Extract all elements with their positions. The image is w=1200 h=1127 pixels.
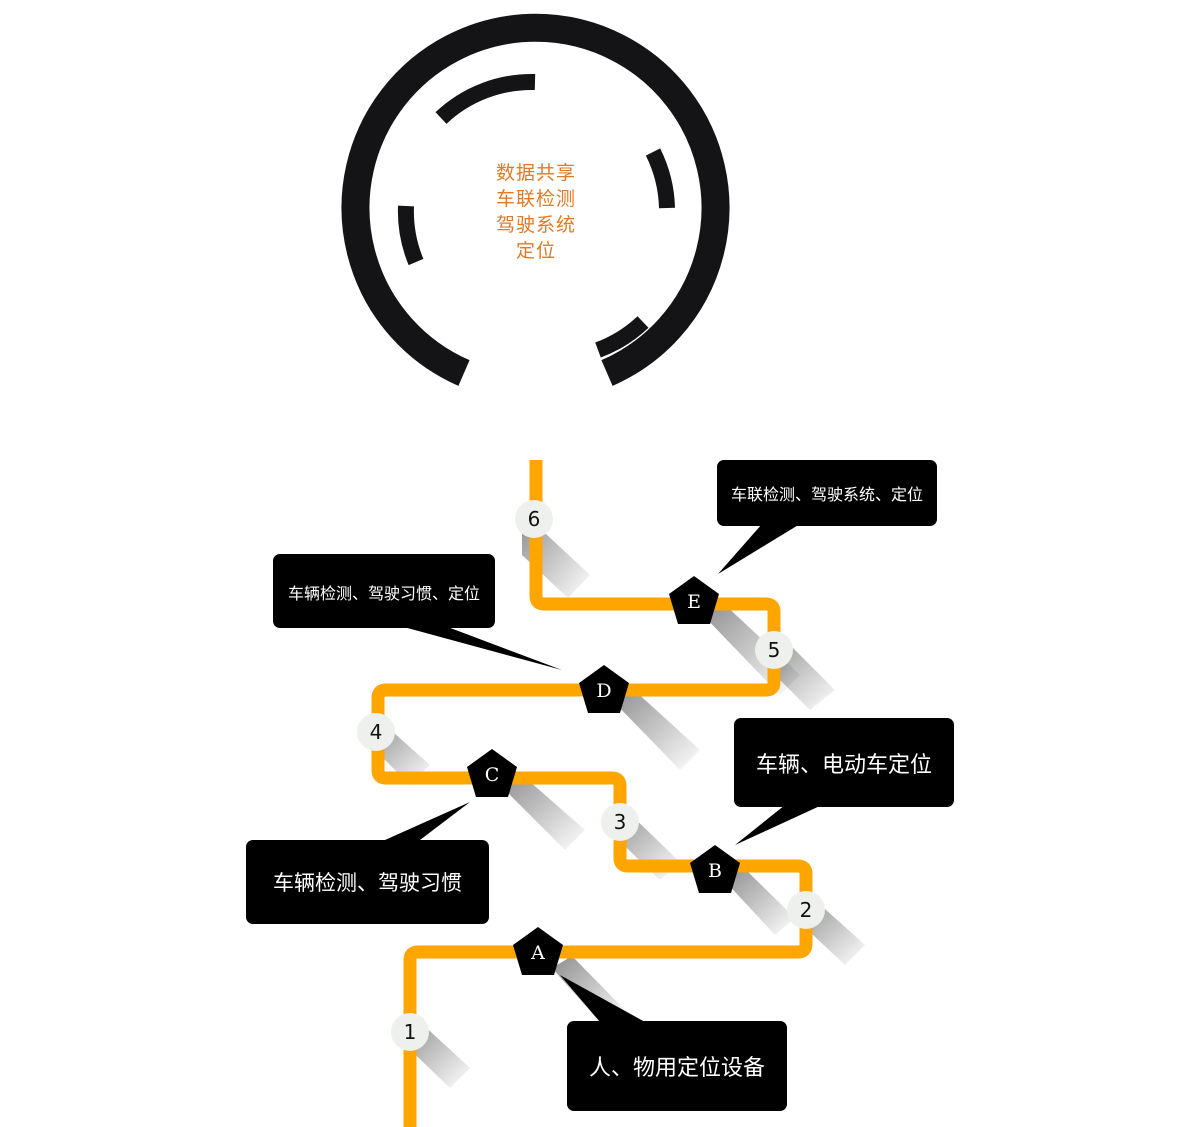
shadow bbox=[500, 773, 585, 850]
milestone-e-pentagon bbox=[669, 576, 719, 624]
milestone-d-letter: D bbox=[596, 680, 612, 702]
callout-d-tail bbox=[400, 626, 562, 670]
outer-ring-arc bbox=[341, 13, 730, 386]
inner-arc-right bbox=[645, 148, 675, 209]
step-5-marker: 5 bbox=[755, 631, 793, 669]
step-4-marker: 4 bbox=[357, 713, 395, 751]
inner-arc-top bbox=[435, 73, 536, 124]
milestone-d-pentagon bbox=[579, 665, 629, 713]
inner-arc-bottom bbox=[595, 316, 649, 358]
callout-e-tail bbox=[718, 524, 800, 574]
step-3-marker: 3 bbox=[601, 803, 639, 841]
milestone-c-pentagon bbox=[467, 749, 517, 797]
callout-a: 人、物用定位设备 bbox=[567, 1021, 787, 1111]
hub-ring-graphic bbox=[341, 13, 730, 386]
callout-a-tail bbox=[560, 975, 645, 1022]
hub-line: 定位 bbox=[515, 240, 556, 262]
step-1-marker: 1 bbox=[391, 1013, 429, 1051]
hub-line: 车联检测 bbox=[495, 188, 576, 210]
callout-d-text: 车辆检测、驾驶习惯、定位 bbox=[287, 584, 480, 603]
shadow bbox=[724, 868, 795, 935]
milestone-a-pentagon bbox=[513, 927, 563, 975]
callout-d: 车辆检测、驾驶习惯、定位 bbox=[273, 554, 495, 628]
step-6-marker: 6 bbox=[515, 500, 553, 538]
milestone-e-letter: E bbox=[687, 591, 701, 613]
milestone-b-letter: B bbox=[708, 860, 722, 882]
milestone-a-letter: A bbox=[531, 942, 545, 964]
callout-c: 车辆检测、驾驶习惯 bbox=[246, 840, 489, 924]
callout-c-tail bbox=[385, 802, 470, 840]
inner-arc-left bbox=[397, 205, 424, 266]
callout-e: 车联检测、驾驶系统、定位 bbox=[717, 460, 937, 526]
hub-text: 数据共享 车联检测 驾驶系统 定位 bbox=[436, 160, 636, 264]
milestone-b-pentagon bbox=[690, 845, 740, 893]
shadow bbox=[612, 688, 700, 770]
hub-line: 驾驶系统 bbox=[495, 214, 576, 236]
callout-b: 车辆、电动车定位 bbox=[734, 718, 954, 807]
hub-line: 数据共享 bbox=[495, 162, 576, 184]
milestone-c-letter: C bbox=[484, 764, 500, 786]
step-2-marker: 2 bbox=[787, 891, 825, 929]
callout-b-tail bbox=[735, 805, 822, 845]
